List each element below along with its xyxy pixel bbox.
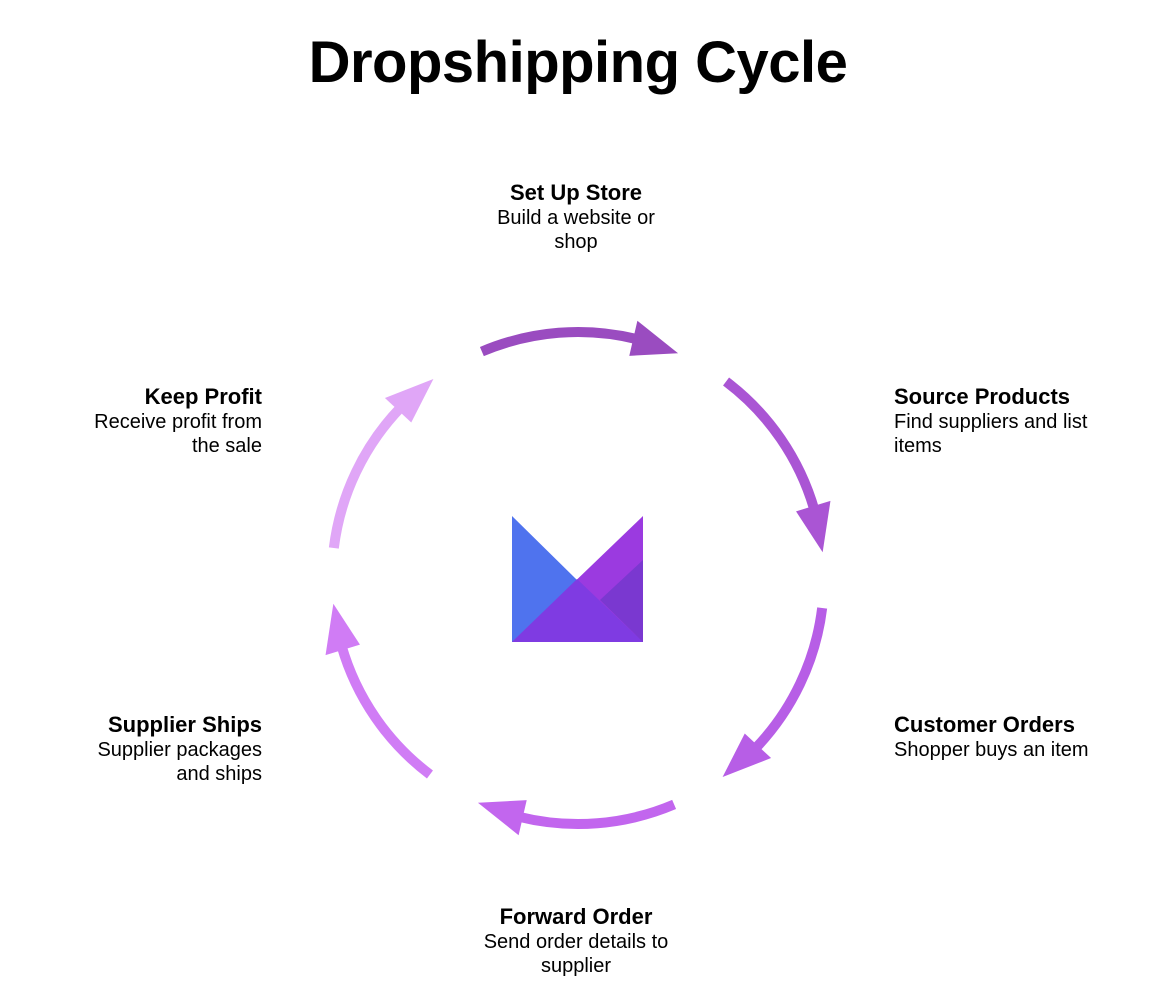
step-description: Find suppliers and list items: [894, 411, 1088, 457]
step-title: Customer Orders: [894, 712, 1075, 737]
step-source-products: Source Products Find suppliers and list …: [894, 384, 1124, 458]
step-description: Supplier packages and ships: [97, 739, 262, 785]
step-description: Receive profit from the sale: [94, 411, 262, 457]
step-title: Keep Profit: [144, 384, 262, 409]
step-customer-orders: Customer Orders Shopper buys an item: [894, 712, 1124, 762]
arrow-keep-profit-head: [384, 378, 434, 423]
step-keep-profit: Keep Profit Receive profit from the sale: [62, 384, 262, 458]
arrow-customer-orders-shaft: [751, 607, 828, 753]
arrow-source-products-shaft: [723, 377, 820, 512]
step-forward-order: Forward Order Send order details to supp…: [466, 904, 686, 978]
m-logo-icon: [512, 516, 643, 642]
step-supplier-ships: Supplier Ships Supplier packages and shi…: [62, 712, 262, 786]
arrow-set-up-store-head: [629, 320, 679, 356]
cycle-arrows: [325, 320, 831, 836]
step-title: Set Up Store: [509, 180, 643, 205]
arrow-forward-order-head: [477, 800, 527, 836]
logo-bottom-triangle: [512, 579, 643, 642]
arrow-supplier-ships-head: [325, 603, 360, 656]
step-title: Forward Order: [499, 904, 653, 929]
arrow-set-up-store-shaft: [479, 327, 639, 357]
step-description: Shopper buys an item: [894, 739, 1089, 761]
step-set-up-store: Set Up Store Build a website or shop: [476, 180, 676, 254]
step-description: Send order details to supplier: [483, 931, 669, 977]
step-description: Build a website or shop: [497, 207, 655, 253]
arrow-forward-order-shaft: [517, 799, 677, 829]
logo-shade-triangle: [600, 560, 643, 642]
step-title: Source Products: [894, 384, 1071, 409]
arrow-source-products-head: [796, 500, 831, 553]
arrow-supplier-ships-shaft: [336, 644, 433, 779]
arrow-customer-orders-head: [722, 733, 772, 778]
arrow-keep-profit-shaft: [328, 403, 405, 549]
diagram-title: Dropshipping Cycle: [308, 30, 848, 95]
step-title: Supplier Ships: [107, 712, 262, 737]
